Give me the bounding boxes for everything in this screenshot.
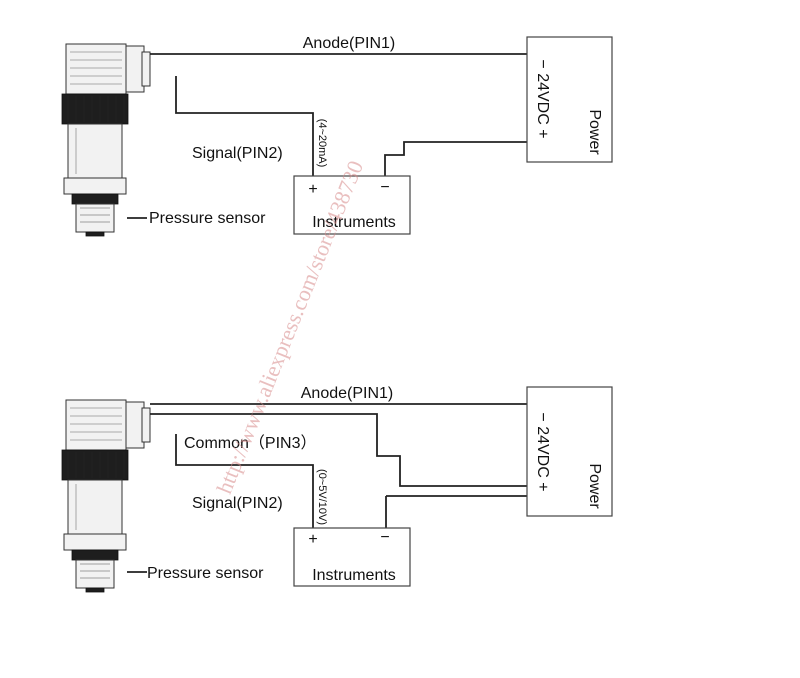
power-supply-box	[526, 36, 613, 163]
instruments-minus: −	[380, 179, 389, 196]
voltage-output-diagram: + − Instruments − 24VDC + Power Anode(PI…	[61, 385, 613, 593]
pressure-sensor-icon	[61, 399, 151, 593]
signal-wire	[175, 434, 314, 528]
signal-label: Signal(PIN2)	[192, 145, 283, 162]
power-label: Power	[586, 463, 603, 509]
common-label: Common（PIN3）	[184, 434, 316, 452]
pressure-sensor-icon	[61, 43, 151, 237]
power-label: Power	[586, 109, 603, 155]
signal-wire	[175, 76, 314, 176]
supply-voltage-label: − 24VDC +	[534, 412, 551, 491]
instruments-plus: +	[308, 531, 317, 548]
instruments-minus: −	[380, 529, 389, 546]
instruments-label: Instruments	[312, 567, 396, 584]
return-wire	[384, 141, 527, 176]
pressure-sensor-label: Pressure sensor	[149, 210, 266, 227]
common-wire	[150, 413, 527, 487]
pressure-sensor-label: Pressure sensor	[147, 565, 264, 582]
range-label: (0~5V/10V)	[316, 469, 328, 525]
range-label: (4~20mA)	[316, 119, 328, 168]
anode-label: Anode(PIN1)	[303, 35, 396, 52]
instruments-label: Instruments	[312, 214, 396, 231]
instruments-plus: +	[308, 181, 317, 198]
instruments-box	[293, 527, 411, 587]
signal-label: Signal(PIN2)	[192, 495, 283, 512]
instruments-box	[293, 175, 411, 235]
anode-label: Anode(PIN1)	[301, 385, 394, 402]
current-output-diagram: + − Instruments − 24VDC + Power Anode(PI…	[61, 35, 613, 237]
power-supply-box	[526, 386, 613, 517]
supply-voltage-label: − 24VDC +	[534, 59, 551, 138]
